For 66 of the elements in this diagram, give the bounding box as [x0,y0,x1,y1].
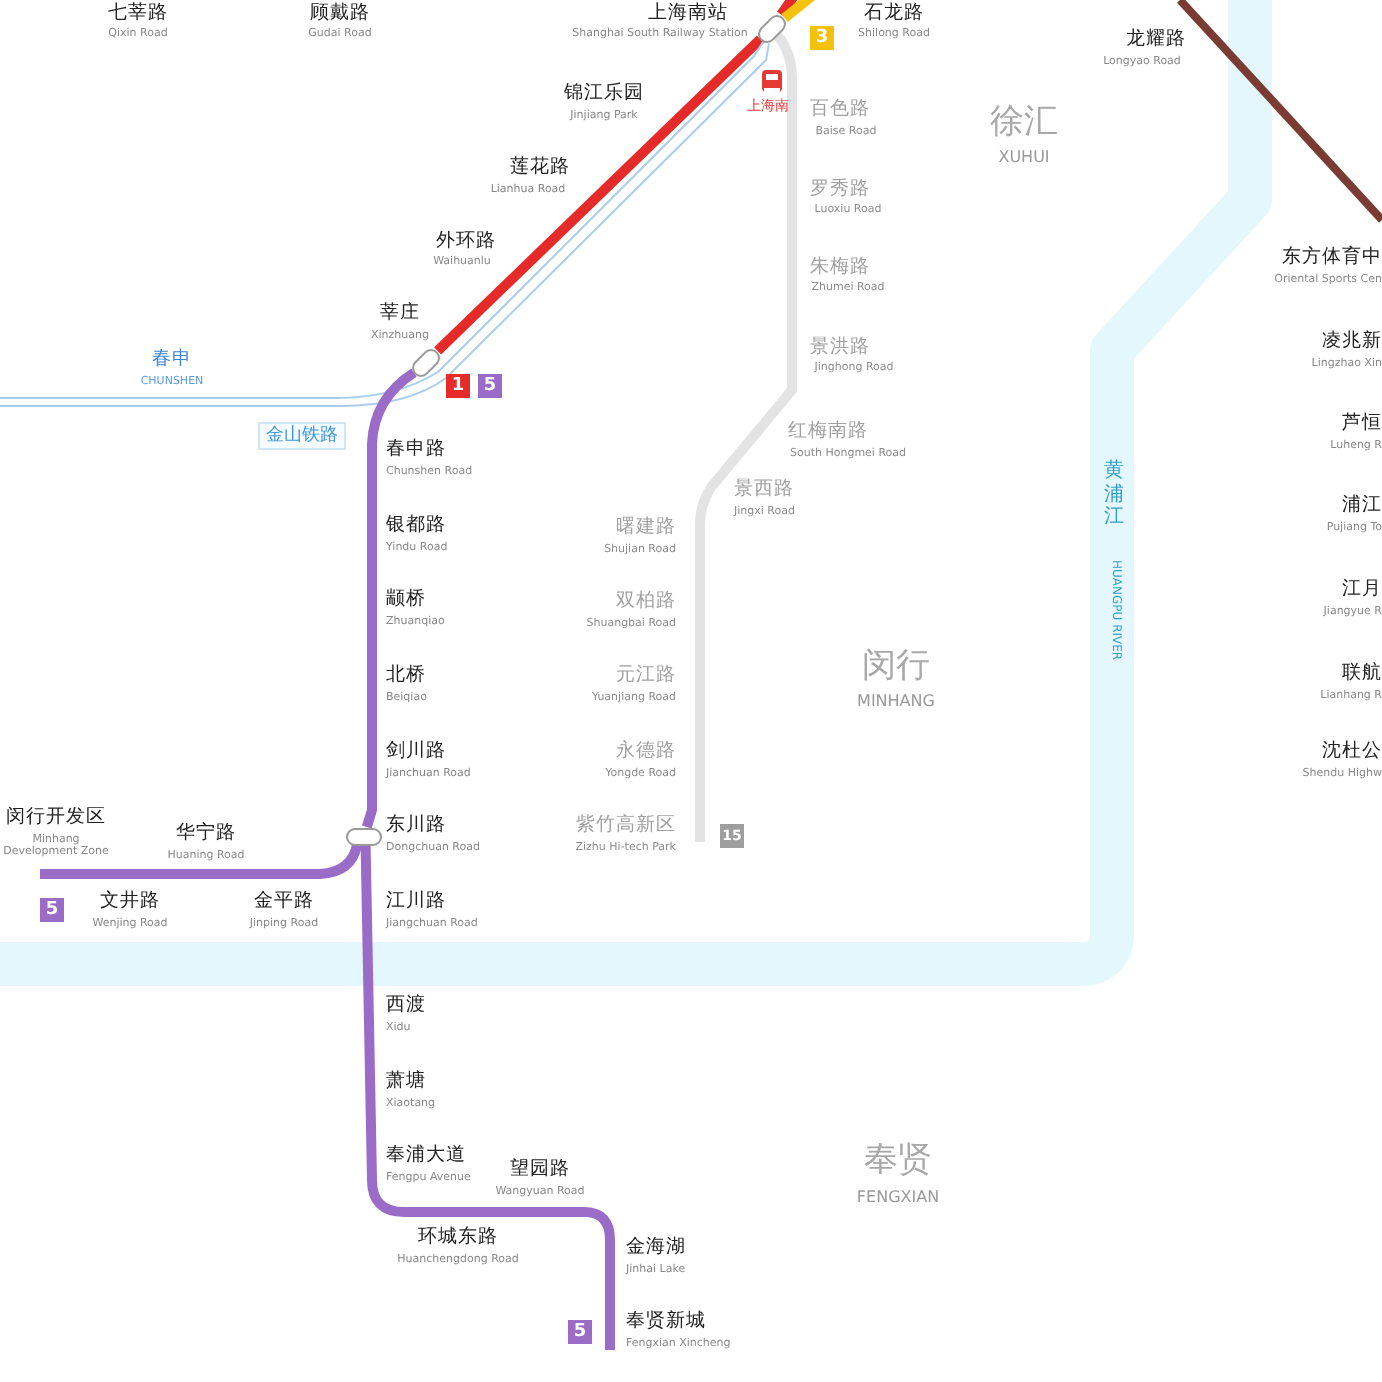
station-name: 春申路 [386,440,446,462]
district-name: 徐汇 [990,104,1058,144]
station-name: 凌兆新 [1322,332,1382,354]
station-name: 顾戴路 [310,4,370,26]
station-name: 西渡 [386,996,426,1018]
station-name: 东方体育中 [1282,248,1382,270]
station-name: 金平路 [254,892,314,914]
district-name: XUHUI [998,148,1050,167]
line-badge: 5 [40,898,64,922]
station-name: 萧塘 [386,1072,426,1094]
metro-line [362,368,417,829]
station-name: 永德路 [616,742,676,764]
metro-line [360,844,615,1350]
station-name: 闵行开发区 [6,808,106,830]
station-name: 罗秀路 [810,180,870,202]
station-name: 银都路 [386,516,446,538]
station-name: 华宁路 [176,824,236,846]
station-name: 芦恒 [1342,414,1382,436]
station-name: 元江路 [616,666,676,688]
district-name: FENGXIAN [856,1188,940,1207]
station-name: 七莘路 [108,4,168,26]
metro-line [781,0,816,22]
station-name: 奉贤新城 [626,1312,706,1334]
station-name: 百色路 [810,100,870,122]
station-name: 曙建路 [616,518,676,540]
station-name: 景洪路 [810,338,870,360]
station-name: 颛桥 [386,590,426,612]
interchange-marker [346,827,382,845]
line-badge: 1 [446,374,470,398]
station-name: 锦江乐园 [564,84,644,106]
metro-line [695,32,797,842]
station-name: 紫竹高新区 [576,816,676,838]
station-name: 春申 [152,350,192,372]
metro-line [434,35,764,355]
station-name: 浦江 [1342,496,1382,518]
station-name: 东川路 [386,816,446,838]
station-name: 莘庄 [380,304,420,326]
station-name: 剑川路 [386,742,446,764]
station-name: 上海南站 [648,4,728,26]
station-name: 金海湖 [626,1238,686,1260]
station-name: 红梅南路 [788,422,868,444]
metro-line [40,843,362,879]
station-name: 环城东路 [418,1228,498,1250]
station-name: 景西路 [734,480,794,502]
station-name: 石龙路 [864,4,924,26]
district-name: MINHANG [857,692,935,711]
railway-label: 金山铁路 [258,422,346,451]
station-name: 沈杜公 [1322,742,1382,764]
line-badge: 5 [478,374,502,398]
station-name: 双柏路 [616,592,676,614]
station-name: 江川路 [386,892,446,914]
station-name: 望园路 [510,1160,570,1182]
station-name: 北桥 [386,666,426,688]
district-name: 奉贤 [864,1142,932,1182]
station-name: 外环路 [436,232,496,254]
district-name: 闵行 [862,648,930,688]
station-name: 奉浦大道 [386,1146,466,1168]
station-name: 文井路 [100,892,160,914]
river-name: 黄浦江 [1103,460,1125,529]
station-name: 江月 [1342,580,1382,602]
station-name: 联航 [1342,664,1382,686]
station-name: 龙耀路 [1126,30,1186,52]
line-badge: 5 [568,1320,592,1344]
line-badge: 3 [810,26,834,50]
station-name: 莲花路 [510,158,570,180]
station-name: 朱梅路 [810,258,870,280]
